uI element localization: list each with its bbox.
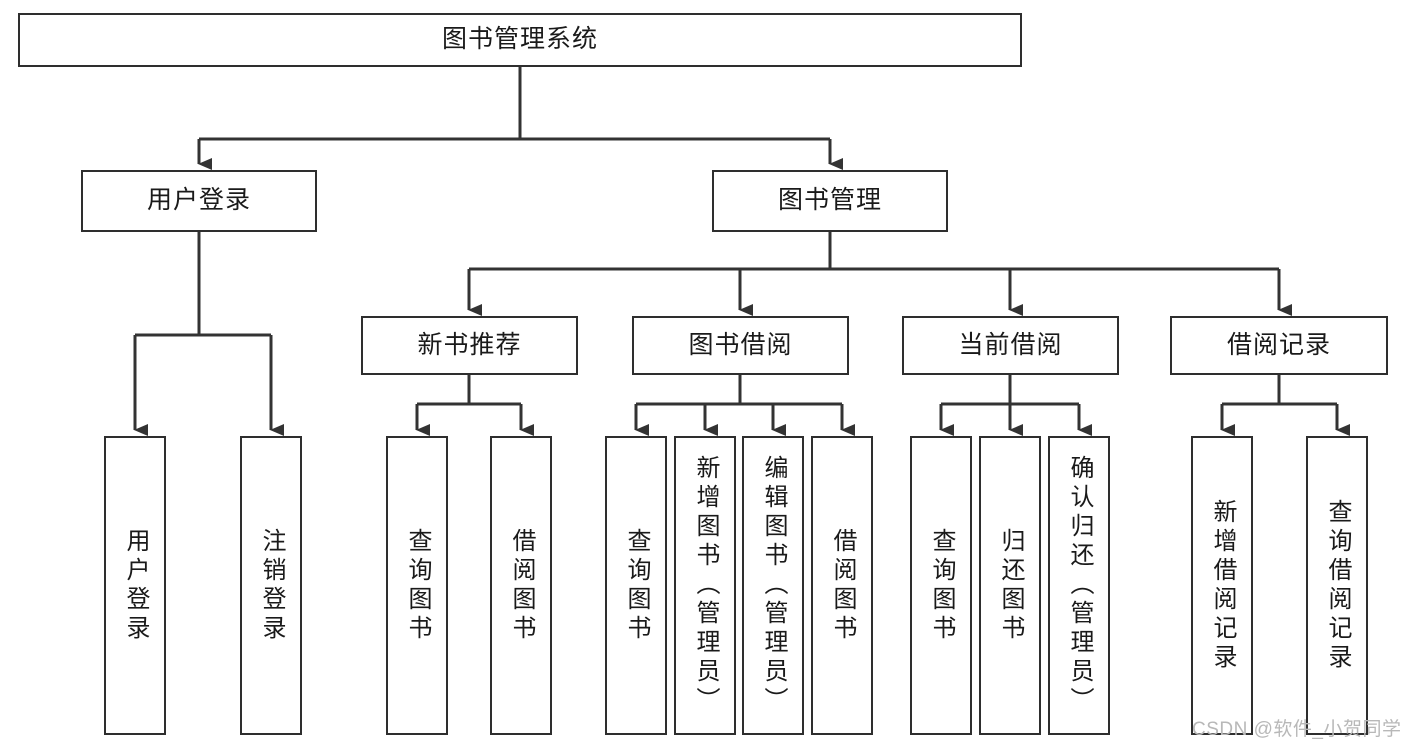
node-leaf-query-book-1[interactable]: 查询图书 (386, 436, 448, 735)
node-label: 图书管理 (777, 186, 882, 215)
node-label: 归还图书 (997, 527, 1024, 644)
node-label: 借阅图书 (508, 527, 535, 644)
node-label: 查询图书 (623, 527, 650, 644)
node-label: 编辑图书（管理员） (760, 455, 787, 716)
node-label: 新增借阅记录 (1209, 498, 1236, 673)
node-label: 用户登录 (146, 186, 251, 215)
node-leaf-user-logout[interactable]: 注销登录 (240, 436, 302, 735)
node-leaf-add-book[interactable]: 新增图书（管理员） (674, 436, 736, 735)
node-leaf-query-record[interactable]: 查询借阅记录 (1306, 436, 1368, 735)
node-book-borrow[interactable]: 图书借阅 (632, 316, 849, 375)
node-label: 当前借阅 (958, 330, 1063, 359)
node-leaf-confirm-return[interactable]: 确认归还（管理员） (1048, 436, 1110, 735)
node-leaf-user-login[interactable]: 用户登录 (104, 436, 166, 735)
node-label: 确认归还（管理员） (1066, 455, 1093, 716)
node-label: 图书借阅 (688, 330, 793, 359)
node-root-book-management-system[interactable]: 图书管理系统 (18, 13, 1022, 67)
node-label: 查询图书 (928, 527, 955, 644)
node-label: 注销登录 (258, 527, 285, 644)
node-label: 借阅图书 (829, 527, 856, 644)
node-current-borrow[interactable]: 当前借阅 (902, 316, 1119, 375)
node-book-management[interactable]: 图书管理 (712, 170, 948, 232)
node-leaf-edit-book[interactable]: 编辑图书（管理员） (742, 436, 804, 735)
node-leaf-add-record[interactable]: 新增借阅记录 (1191, 436, 1253, 735)
node-label: 新增图书（管理员） (692, 455, 719, 716)
csdn-watermark: CSDN @软件_小贺同学 (1192, 719, 1402, 740)
node-label: 查询图书 (404, 527, 431, 644)
node-user-login[interactable]: 用户登录 (81, 170, 317, 232)
node-leaf-borrow-book-1[interactable]: 借阅图书 (490, 436, 552, 735)
node-leaf-borrow-book-2[interactable]: 借阅图书 (811, 436, 873, 735)
node-leaf-return-book[interactable]: 归还图书 (979, 436, 1041, 735)
node-leaf-query-book-2[interactable]: 查询图书 (605, 436, 667, 735)
node-label: 图书管理系统 (441, 25, 598, 54)
node-borrow-record[interactable]: 借阅记录 (1170, 316, 1388, 375)
node-label: 借阅记录 (1226, 330, 1331, 359)
node-new-book-recommend[interactable]: 新书推荐 (361, 316, 578, 375)
node-label: 查询借阅记录 (1324, 498, 1351, 673)
node-label: 用户登录 (122, 527, 149, 644)
node-leaf-query-book-3[interactable]: 查询图书 (910, 436, 972, 735)
node-label: 新书推荐 (417, 330, 522, 359)
